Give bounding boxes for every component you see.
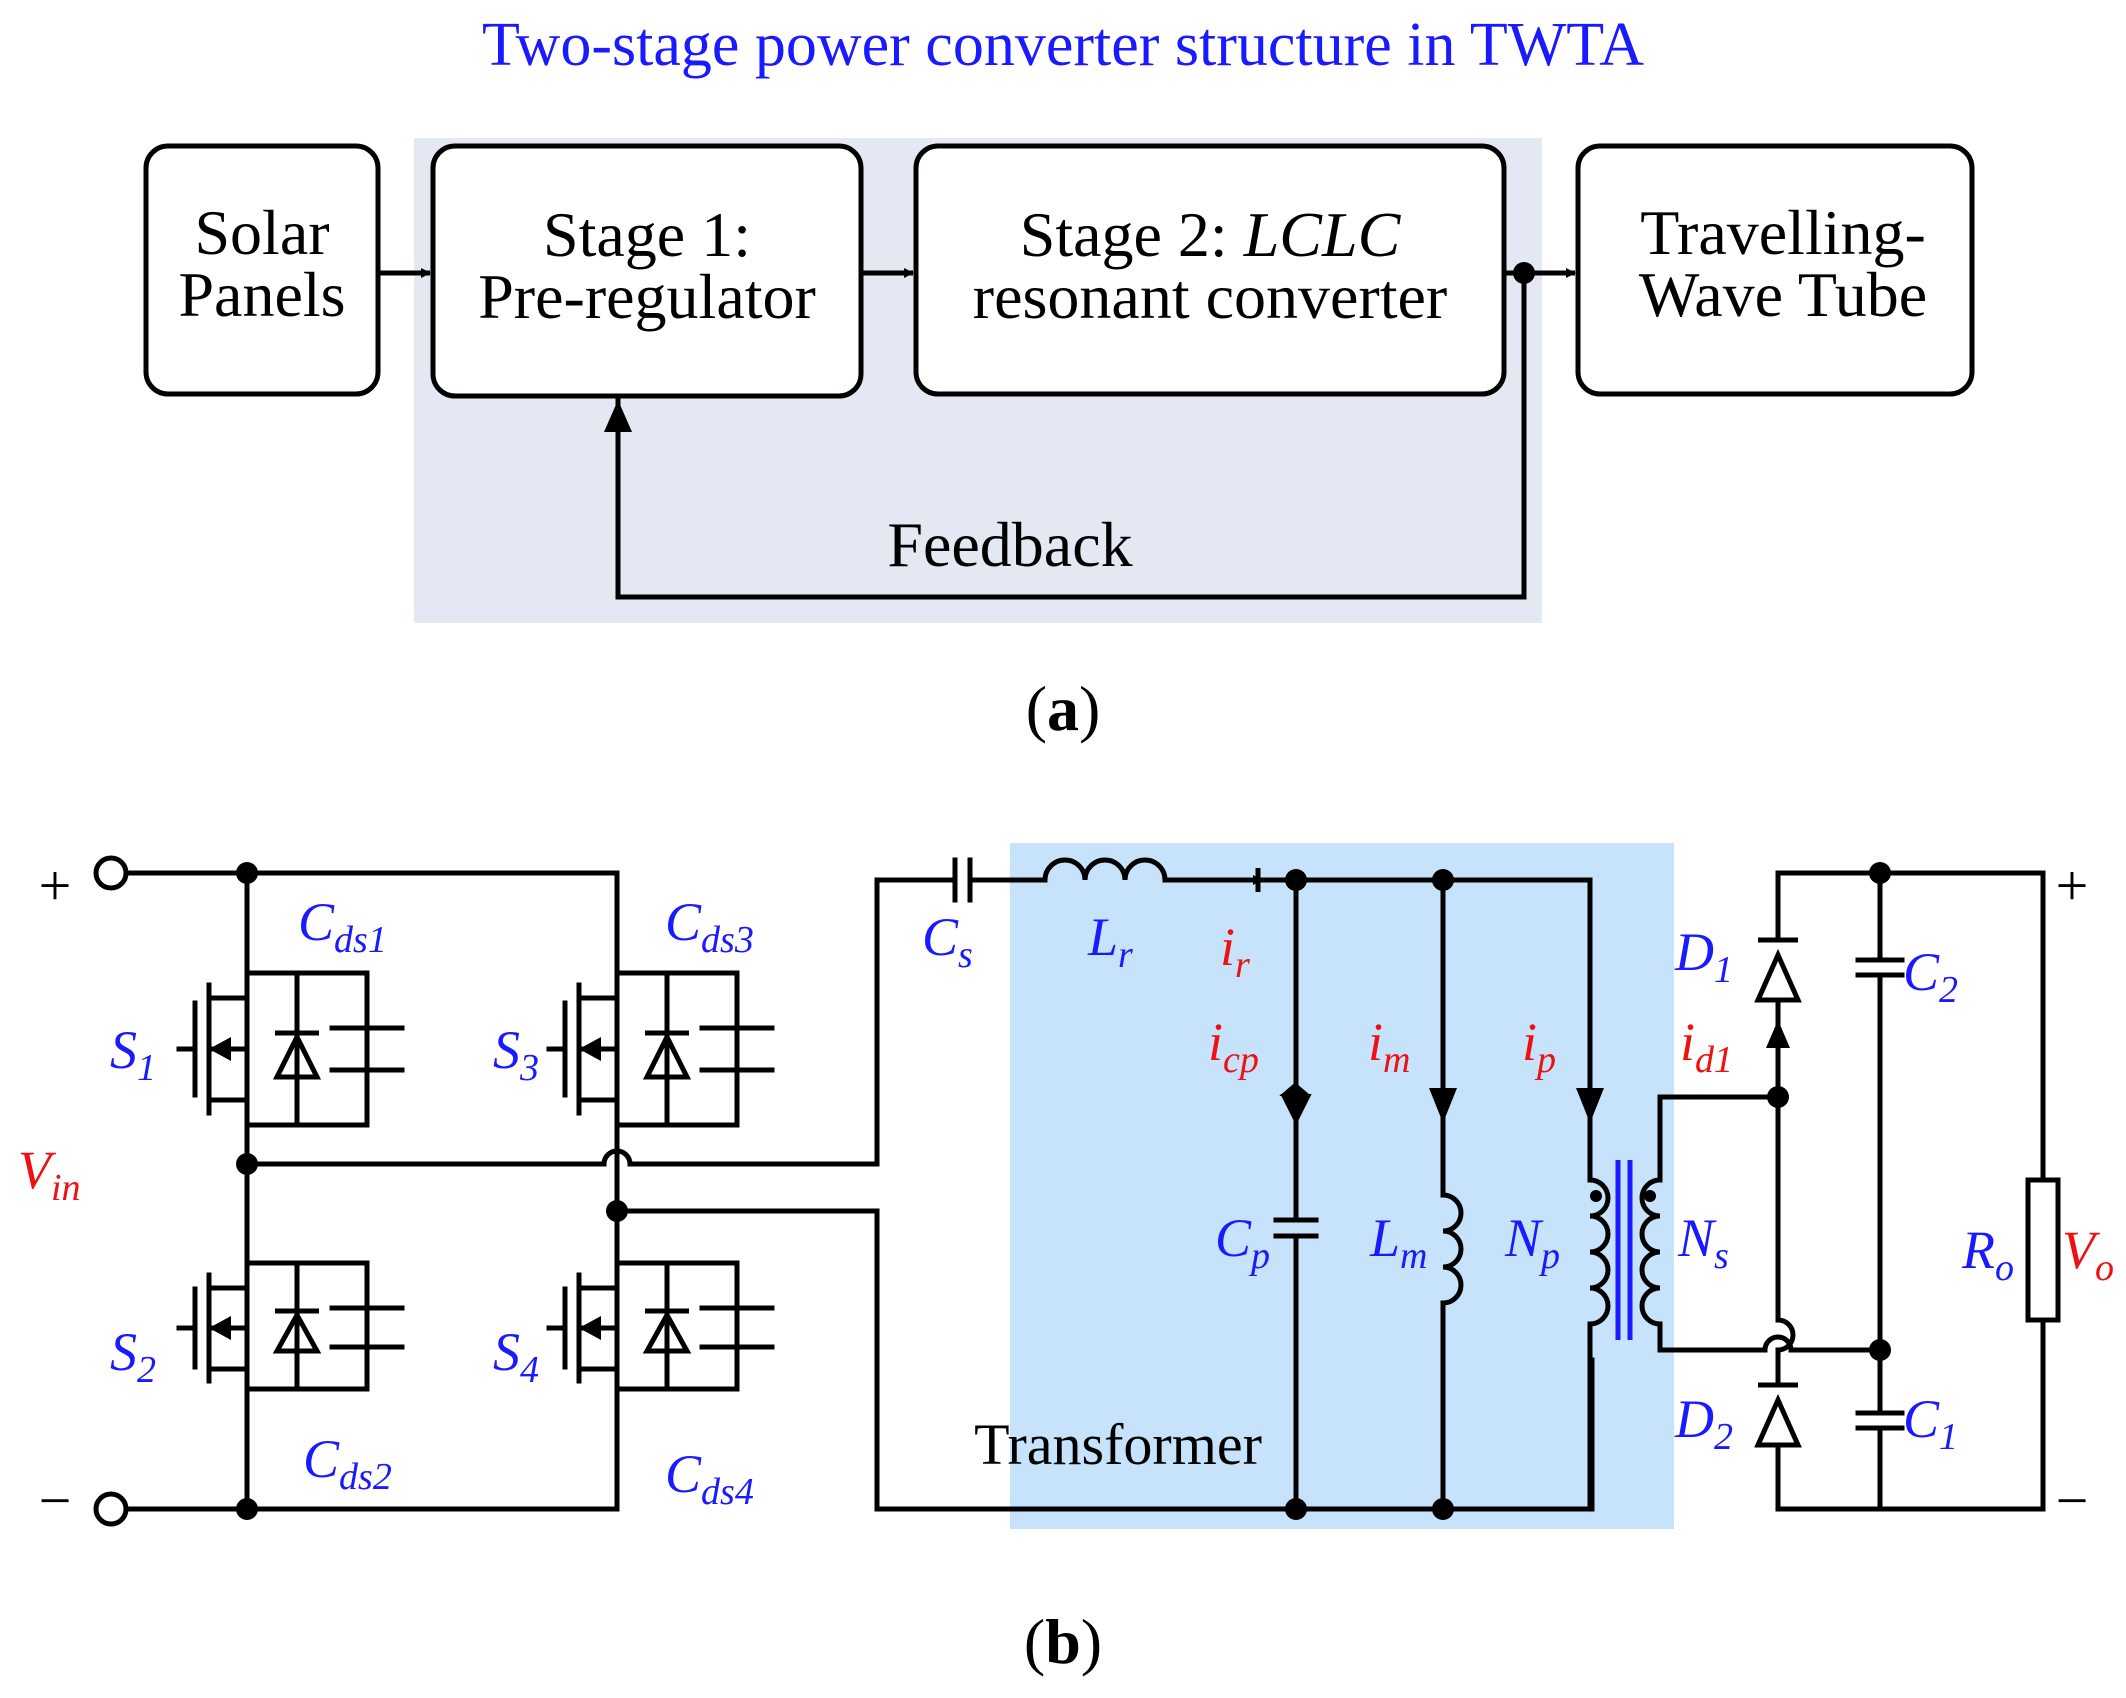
label-id1: id1 bbox=[1680, 1012, 1733, 1081]
np-winding bbox=[1587, 1037, 1611, 1512]
label-ro: Ro bbox=[1961, 1220, 2014, 1289]
top-dc-rail bbox=[123, 870, 620, 976]
solar-line1: Solar bbox=[194, 197, 329, 268]
twt-line2: Wave Tube bbox=[1639, 259, 1927, 330]
label-im: im bbox=[1368, 1012, 1410, 1081]
shaded-region-transformer bbox=[1010, 843, 1674, 1529]
label-s1: S1 bbox=[110, 1020, 156, 1089]
node bbox=[1285, 1498, 1307, 1520]
label-np: Np bbox=[1504, 1208, 1560, 1277]
caption-b: (b) bbox=[1024, 1606, 1102, 1677]
label-cp: Cp bbox=[1215, 1208, 1270, 1277]
label-vo: Vo bbox=[2062, 1220, 2114, 1289]
label-ns: Ns bbox=[1677, 1208, 1729, 1277]
node bbox=[1767, 1086, 1789, 1108]
id1-arrow bbox=[1766, 1020, 1790, 1048]
ns-dot bbox=[1644, 1190, 1656, 1202]
label-d2: D2 bbox=[1674, 1389, 1733, 1458]
cp-branch bbox=[1273, 877, 1319, 1512]
feedback-wire bbox=[615, 270, 1527, 600]
caption-a: (a) bbox=[1026, 673, 1101, 744]
label-d1: D1 bbox=[1674, 922, 1733, 991]
diagram-title: Two-stage power converter structure in T… bbox=[482, 11, 1644, 79]
ip-arrow bbox=[1576, 1088, 1604, 1123]
output-minus-sign: − bbox=[2056, 1468, 2089, 1533]
label-cs: Cs bbox=[922, 907, 973, 976]
block-solar-panels bbox=[143, 143, 381, 397]
output-bottom-wire bbox=[1775, 1317, 2046, 1512]
bottom-dc-rail bbox=[123, 1386, 620, 1512]
d1-diode bbox=[1754, 937, 1802, 1003]
input-minus-sign: − bbox=[39, 1468, 72, 1533]
np-dot bbox=[1590, 1190, 1602, 1202]
ro-resistor bbox=[2025, 1177, 2061, 1323]
stage2-line2: resonant converter bbox=[973, 261, 1447, 332]
label-ir: ir bbox=[1220, 917, 1250, 986]
switch-s3 bbox=[546, 970, 775, 1128]
feedback-arrowhead bbox=[604, 400, 632, 432]
label-vin: Vin bbox=[18, 1140, 81, 1209]
output-plus-sign: + bbox=[2056, 853, 2089, 918]
twt-line1: Travelling- bbox=[1640, 197, 1926, 268]
node bbox=[1869, 862, 1891, 884]
input-plus-sign: + bbox=[39, 853, 72, 918]
icp-arrow bbox=[1279, 1082, 1312, 1126]
switch-s2 bbox=[176, 1260, 405, 1392]
stage1-line2: Pre-regulator bbox=[478, 261, 816, 332]
im-arrow bbox=[1429, 1088, 1457, 1123]
transformer-label: Transformer bbox=[974, 1412, 1262, 1477]
input-terminal-minus bbox=[93, 1491, 129, 1527]
label-lr: Lr bbox=[1087, 907, 1133, 976]
label-c2: C2 bbox=[1903, 942, 1958, 1011]
output-capacitors bbox=[1855, 870, 1905, 1512]
solar-line2: Panels bbox=[178, 259, 345, 330]
wire-mid-left-to-cs bbox=[244, 877, 958, 1167]
label-cds1: Cds1 bbox=[298, 892, 387, 961]
switch-s4 bbox=[546, 1260, 775, 1392]
node bbox=[1869, 1339, 1891, 1361]
label-cds3: Cds3 bbox=[665, 892, 754, 961]
transformer-core bbox=[1615, 1160, 1633, 1340]
node bbox=[1432, 1498, 1454, 1520]
label-s3: S3 bbox=[493, 1020, 539, 1089]
label-cds2: Cds2 bbox=[303, 1429, 392, 1498]
lm-branch bbox=[1440, 877, 1464, 1512]
lr-inductor bbox=[967, 857, 1299, 883]
block-twt bbox=[1575, 143, 1975, 397]
top-tank-wire bbox=[1293, 877, 1593, 1043]
stage2-line1: Stage 2: LCLC bbox=[1020, 199, 1402, 270]
stage1-line1: Stage 1: bbox=[543, 199, 751, 270]
label-s4: S4 bbox=[493, 1322, 539, 1391]
label-icp: icp bbox=[1208, 1012, 1259, 1081]
output-top-wire bbox=[1775, 870, 2046, 1183]
block-stage2 bbox=[913, 143, 1507, 397]
stage2-italic: LCLC bbox=[1243, 199, 1402, 270]
feedback-label: Feedback bbox=[887, 509, 1132, 580]
label-s2: S2 bbox=[110, 1322, 156, 1391]
d2-diode bbox=[1754, 1382, 1802, 1448]
label-cds4: Cds4 bbox=[665, 1444, 754, 1513]
node bbox=[236, 862, 258, 884]
switch-s1 bbox=[176, 970, 405, 1128]
input-terminal-plus bbox=[93, 855, 129, 891]
label-c1: C1 bbox=[1903, 1389, 1958, 1458]
label-ip: ip bbox=[1522, 1012, 1556, 1081]
stage2-prefix: Stage 2: bbox=[1020, 199, 1244, 270]
ns-winding bbox=[1639, 1094, 1883, 1353]
d2-wire bbox=[1775, 1227, 1796, 1512]
node bbox=[236, 1498, 258, 1520]
label-lm: Lm bbox=[1369, 1208, 1428, 1277]
